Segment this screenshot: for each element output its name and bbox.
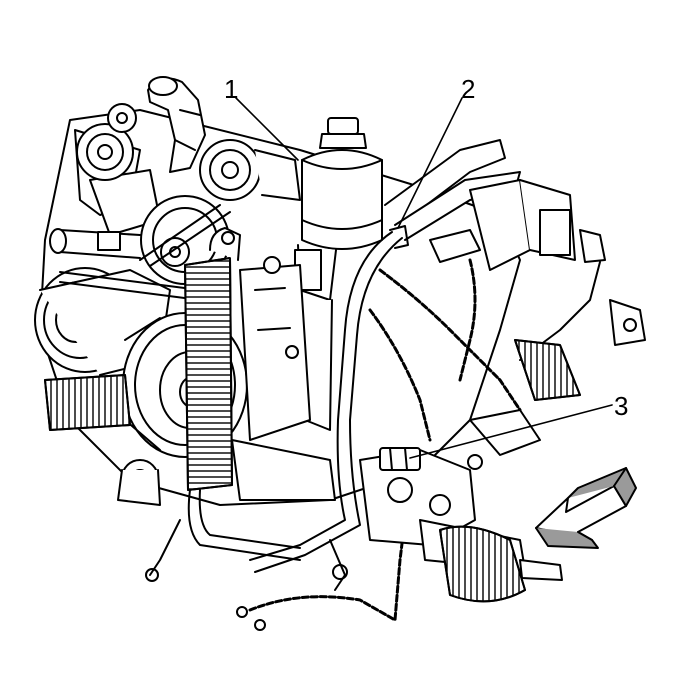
- wiring-harness-right: [469, 179, 646, 401]
- front-direction-arrow: [535, 467, 637, 549]
- power-steering-reservoir: [294, 117, 383, 431]
- drive-belt: [59, 204, 231, 301]
- upper-pulleys: [76, 103, 301, 201]
- ribbed-air-duct: [184, 227, 241, 491]
- lower-lines: [145, 489, 348, 631]
- leader-line-1: [235, 97, 299, 161]
- leader-lines: [235, 97, 613, 459]
- callout-3: 3: [614, 391, 629, 421]
- pump-bracket: [231, 256, 336, 501]
- callout-1: 1: [224, 74, 239, 104]
- leader-line-3: [409, 404, 613, 459]
- lower-left-accessories: [44, 374, 161, 506]
- coolant-outlet-pipe: [147, 76, 206, 173]
- return-line-fitting: [379, 447, 421, 471]
- callout-2: 2: [461, 74, 476, 104]
- leader-line-2: [397, 97, 463, 229]
